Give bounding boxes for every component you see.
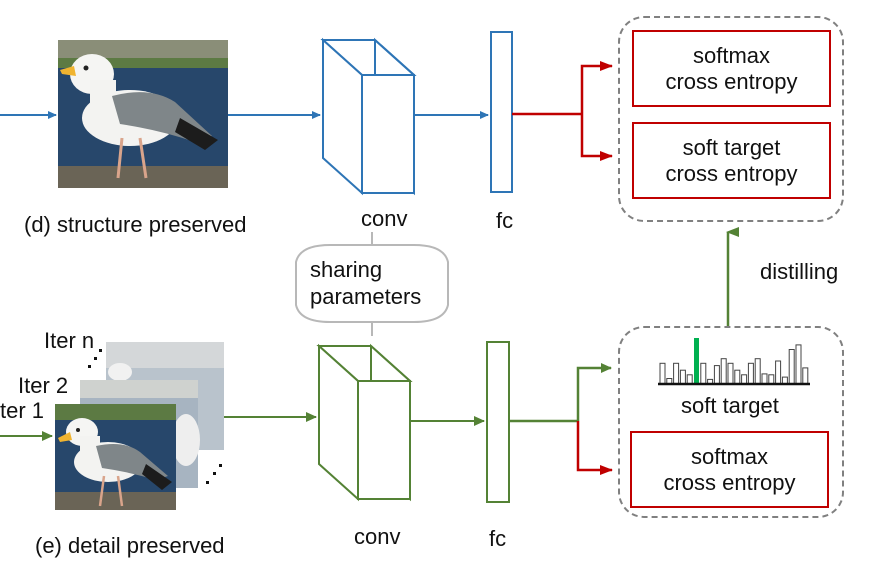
sharing-label: sharing: [310, 257, 383, 282]
iter-1-label: ter 1: [0, 398, 45, 423]
bottom-softmax-loss-box: softmax cross entropy: [630, 431, 829, 508]
bottom-fc-to-targets-arrows: [509, 363, 613, 475]
seagull-image-iter-1: [55, 404, 176, 510]
top-softmax-loss-box: softmax cross entropy: [632, 30, 831, 107]
loss-line: cross entropy: [665, 68, 798, 94]
caption-detail-preserved: (e) detail preserved: [35, 533, 225, 558]
parameters-label: parameters: [310, 284, 422, 309]
iter-2-label: Iter 2: [18, 373, 69, 398]
caption-structure-preserved: (d) structure preserved: [24, 212, 247, 237]
seagull-image-structure: [58, 40, 228, 188]
top-fc-block: [490, 31, 513, 193]
loss-line: softmax: [692, 42, 771, 68]
distilling-label: distilling: [760, 259, 839, 284]
loss-line: softmax: [690, 443, 769, 469]
loss-line: cross entropy: [665, 160, 798, 186]
iter-n-label: Iter n: [44, 328, 95, 353]
top-soft-target-loss-box: soft target cross entropy: [632, 122, 831, 199]
soft-target-histogram: [659, 338, 809, 385]
iteration-image-stack: [55, 342, 224, 510]
bottom-fc-block: [486, 341, 510, 503]
bottom-conv-block: [316, 343, 413, 502]
top-conv-label: conv: [361, 206, 408, 231]
soft-target-label: soft target: [681, 393, 779, 418]
top-conv-block: [320, 37, 417, 196]
top-loss-group: [618, 16, 844, 222]
top-fc-to-losses-arrows: [512, 61, 613, 161]
sharing-parameters-bracket: [295, 232, 449, 336]
bottom-conv-label: conv: [354, 524, 401, 549]
histogram-peak-bar: [694, 338, 699, 384]
bottom-loss-group: [618, 326, 844, 518]
top-fc-label: fc: [496, 208, 514, 233]
loss-line: soft target: [682, 134, 781, 160]
bottom-fc-label: fc: [489, 526, 507, 551]
loss-line: cross entropy: [663, 469, 796, 495]
ellipsis-dots: [88, 349, 222, 484]
